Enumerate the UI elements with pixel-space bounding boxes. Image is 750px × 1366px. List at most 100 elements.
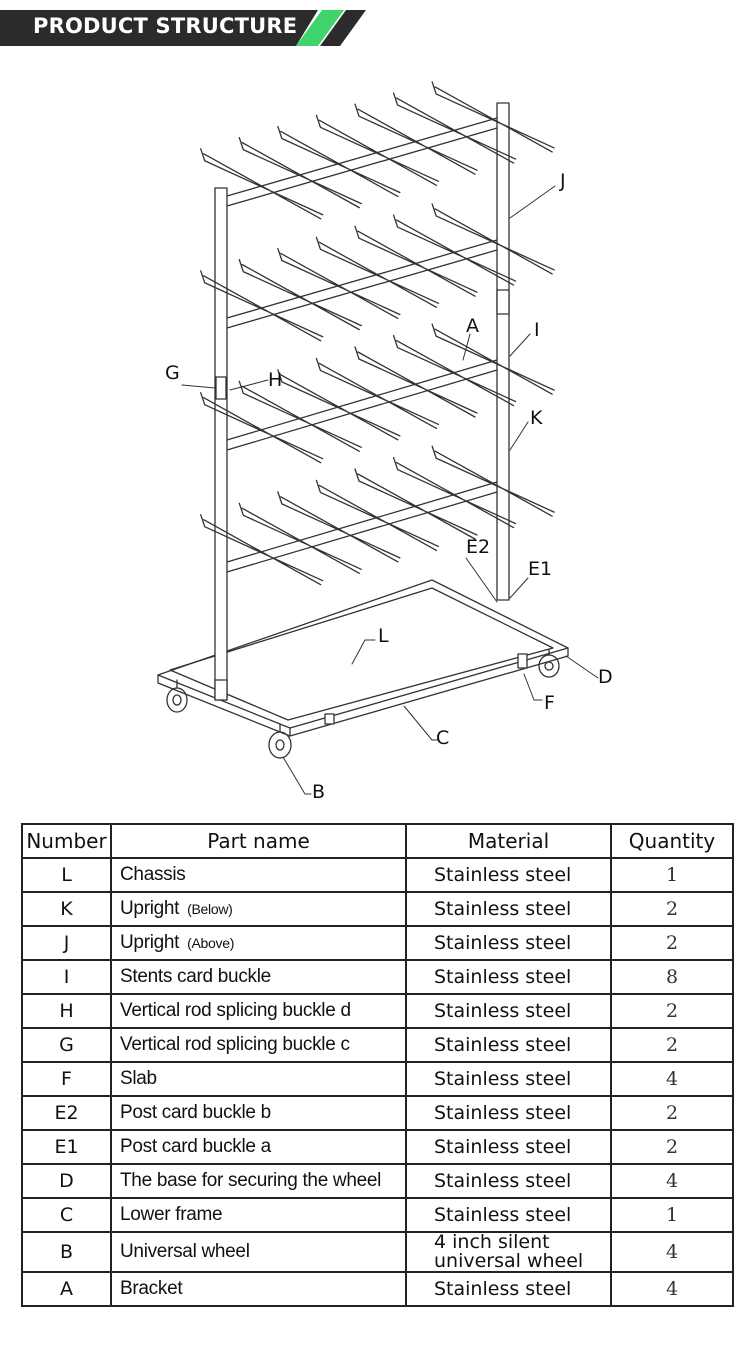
hook-rod <box>200 514 324 586</box>
cell-quantity: 2 <box>610 1027 734 1063</box>
cell-part-name: Universal wheel <box>110 1231 407 1273</box>
cell-material: Stainless steel <box>405 1163 612 1199</box>
part-name-text: Stents card buckle <box>120 966 271 987</box>
hook-rod <box>315 357 440 430</box>
cell-part-name: Post card buckle a <box>110 1129 407 1165</box>
callout-I: I <box>534 319 540 341</box>
callout-D: D <box>598 666 613 688</box>
cell-material: Stainless steel <box>405 1095 612 1131</box>
cell-number: C <box>21 1197 112 1233</box>
hook-rod <box>200 148 324 220</box>
hook-rod <box>238 380 362 452</box>
hook-rods <box>200 81 555 586</box>
part-name-text: Bracket <box>120 1278 183 1299</box>
header-banner: PRODUCT STRUCTURE <box>0 0 370 50</box>
cell-material: Stainless steel <box>405 1129 612 1165</box>
table-row: H Vertical rod splicing buckle d Stainless… <box>21 993 734 1029</box>
hook-rod <box>431 203 555 275</box>
hook-rod <box>277 491 401 563</box>
callout-K: K <box>530 407 543 429</box>
cell-number: B <box>21 1231 112 1273</box>
chassis-tray <box>157 579 569 737</box>
cell-part-name: The base for securing the wheel <box>110 1163 407 1199</box>
hook-rod <box>392 334 517 407</box>
rack-drawing: J A I G H K E2 E1 L D F C B <box>0 60 750 805</box>
callout-A: A <box>466 315 479 337</box>
cell-part-name: Vertical rod splicing buckle c <box>110 1027 407 1063</box>
part-name-text: Slab <box>120 1068 157 1089</box>
callout-J: J <box>560 170 566 192</box>
cell-part-name: Post card buckle b <box>110 1095 407 1131</box>
cell-part-name: Bracket <box>110 1271 407 1307</box>
cell-number: K <box>21 891 112 927</box>
table-row: D The base for securing the wheel Stainles… <box>21 1163 734 1199</box>
hook-rod <box>277 125 401 198</box>
cell-quantity: 2 <box>610 1129 734 1165</box>
cell-number: L <box>21 857 112 893</box>
cell-material: Stainless steel <box>405 993 612 1029</box>
parts-table: Number Part name Material Quantity L Chas… <box>21 823 734 1307</box>
cell-material: Stainless steel <box>405 891 612 927</box>
crossbars <box>226 117 498 573</box>
cell-part-name: Stents card buckle <box>110 959 407 995</box>
part-name-text: Chassis <box>120 864 186 885</box>
cell-number: I <box>21 959 112 995</box>
callout-E1: E1 <box>528 558 553 580</box>
cell-quantity: 1 <box>610 857 734 893</box>
cell-quantity: 4 <box>610 1163 734 1199</box>
hook-rod <box>315 479 440 552</box>
callout-L: L <box>378 625 389 647</box>
hook-rod <box>354 225 478 297</box>
part-name-text: The base for securing the wheel <box>120 1170 382 1191</box>
column-header-quantity: Quantity <box>610 823 734 859</box>
cell-quantity: 2 <box>610 891 734 927</box>
hook-rod <box>315 114 440 186</box>
part-name-text: Vertical rod splicing buckle c <box>120 1034 350 1055</box>
hook-rod <box>392 214 517 286</box>
part-name-text: Upright <box>120 898 180 919</box>
cell-material: Stainless steel <box>405 959 612 995</box>
hook-rod <box>200 270 324 342</box>
cell-material: Stainless steel <box>405 925 612 961</box>
header-banner-shape <box>0 10 366 46</box>
hook-rod <box>431 81 555 153</box>
hook-rod <box>392 92 517 164</box>
leader-lines <box>181 185 599 795</box>
part-name-note: (Below) <box>187 901 233 917</box>
cell-number: G <box>21 1027 112 1063</box>
cell-quantity: 1 <box>610 1197 734 1233</box>
table-header-row: Number Part name Material Quantity <box>21 823 734 859</box>
hook-rod <box>354 103 478 175</box>
cell-number: H <box>21 993 112 1029</box>
cell-material: Stainless steel <box>405 1197 612 1233</box>
cell-number: D <box>21 1163 112 1199</box>
cell-quantity: 2 <box>610 1095 734 1131</box>
callout-E2: E2 <box>466 536 491 558</box>
callout-G: G <box>165 362 180 384</box>
part-name-text: Vertical rod splicing buckle d <box>120 1000 351 1021</box>
cell-quantity: 4 <box>610 1231 734 1273</box>
hook-rod <box>354 346 478 418</box>
cell-part-name: Lower frame <box>110 1197 407 1233</box>
cell-part-name: Slab <box>110 1061 407 1097</box>
cell-material: Stainless steel <box>405 1271 612 1307</box>
part-name-text: Lower frame <box>120 1204 223 1225</box>
part-name-text: Upright <box>120 932 180 953</box>
hook-rod <box>431 445 555 517</box>
uprights <box>214 102 510 701</box>
hook-rod <box>315 236 440 308</box>
hook-rod <box>277 369 401 441</box>
hook-rod <box>238 502 362 574</box>
hook-rod <box>277 247 401 320</box>
hook-rod <box>431 323 555 395</box>
callout-H: H <box>268 369 283 391</box>
cell-material: Stainless steel <box>405 857 612 893</box>
hook-rod <box>200 392 324 464</box>
part-name-text: Post card buckle a <box>120 1136 271 1157</box>
